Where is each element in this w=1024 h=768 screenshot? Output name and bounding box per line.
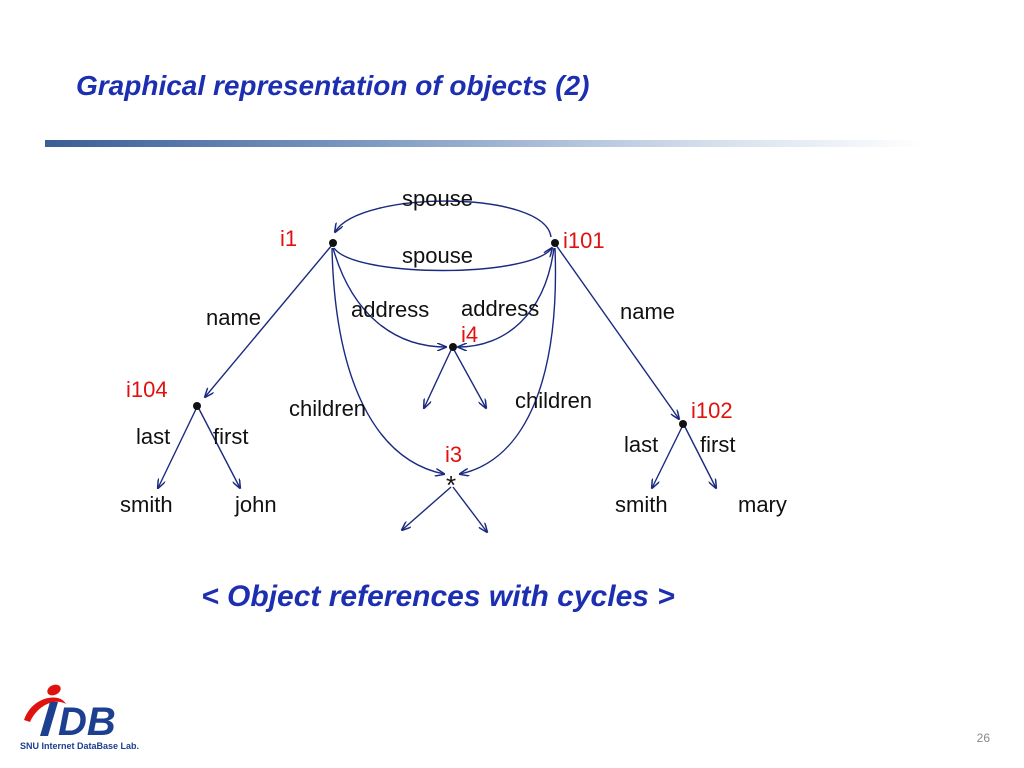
edge-first-right <box>683 424 716 488</box>
edge-label-children-right: children <box>515 388 592 413</box>
edge-address-left <box>332 247 446 347</box>
node-label-i102: i102 <box>691 398 733 423</box>
node-label-i3: i3 <box>445 442 462 467</box>
set-marker-i3: * <box>446 470 456 500</box>
title-underline-bar <box>45 140 925 147</box>
edge-i3-left-out <box>402 486 452 530</box>
edge-spouse-top <box>335 200 552 238</box>
edge-label-name-left: name <box>206 305 261 330</box>
edge-label-last-left: last <box>136 424 170 449</box>
slide-title: Graphical representation of objects (2) <box>76 70 590 101</box>
edge-label-first-left: first <box>213 424 248 449</box>
node-dot-i104 <box>193 402 201 410</box>
edge-name-right <box>555 244 679 419</box>
leaf-john: john <box>234 492 277 517</box>
edge-label-spouse-top: spouse <box>402 186 473 211</box>
diagram-caption: < Object references with cycles > <box>201 580 675 613</box>
edge-spouse-bottom <box>333 248 552 272</box>
node-dot-i4 <box>449 343 457 351</box>
logo-subtitle: SNU Internet DataBase Lab. <box>20 741 140 751</box>
edge-label-spouse-bottom: spouse <box>402 243 473 268</box>
edge-label-name-right: name <box>620 299 675 324</box>
node-dot-i1 <box>329 239 337 247</box>
edge-last-right <box>652 424 684 488</box>
edge-i4-right-out <box>452 347 486 408</box>
edge-label-address-right: address <box>461 296 539 321</box>
svg-text:DB: DB <box>58 700 116 742</box>
node-label-i101: i101 <box>563 228 605 253</box>
idb-logo: DB SNU Internet DataBase Lab. <box>20 678 140 756</box>
leaf-mary: mary <box>738 492 787 517</box>
edge-i4-left-out <box>424 347 453 408</box>
edge-label-first-right: first <box>700 432 735 457</box>
edge-children-right <box>460 247 557 474</box>
page-number: 26 <box>976 731 990 745</box>
node-label-i104: i104 <box>126 377 168 402</box>
node-label-i1: i1 <box>280 226 297 251</box>
edge-label-children-left: children <box>289 396 366 421</box>
edge-first-left <box>197 406 240 488</box>
leaf-smith-right: smith <box>615 492 668 517</box>
edge-children-left <box>331 247 444 474</box>
edge-address-right <box>458 247 555 347</box>
edge-i3-right-out <box>452 486 487 532</box>
node-label-i4: i4 <box>461 322 478 347</box>
node-dot-i102 <box>679 420 687 428</box>
leaf-smith-left: smith <box>120 492 173 517</box>
edge-name-left <box>205 244 333 397</box>
idb-logo-mark: DB <box>24 684 116 744</box>
edge-last-left <box>158 406 198 488</box>
edge-label-last-right: last <box>624 432 658 457</box>
edge-label-address-left: address <box>351 297 429 322</box>
node-dot-i101 <box>551 239 559 247</box>
